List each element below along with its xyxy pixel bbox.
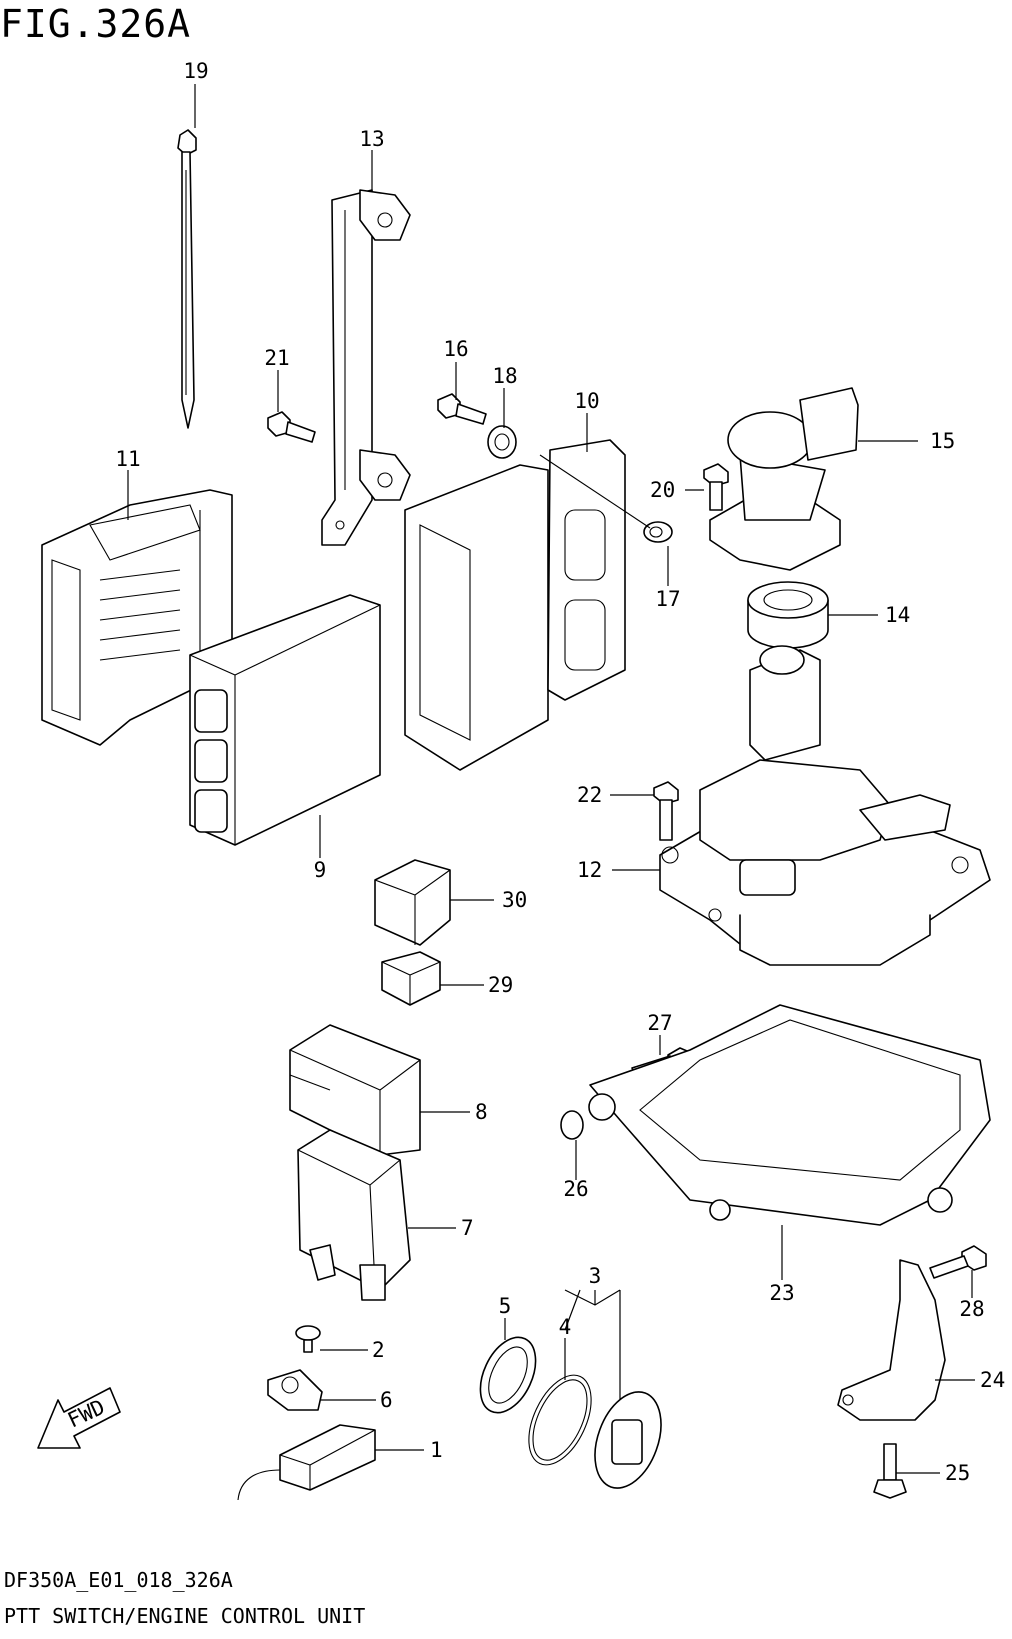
callout-27: 27 [647, 1011, 672, 1035]
callout-4: 4 [559, 1315, 572, 1339]
part-9-engine-control-unit[interactable] [189, 594, 381, 846]
callout-10: 10 [574, 389, 599, 413]
callout-28: 28 [959, 1297, 984, 1321]
part-29-relay[interactable] [381, 951, 441, 1006]
part-17-grommet[interactable] [643, 521, 673, 543]
callout-30: 30 [502, 888, 527, 912]
part-25-bolt[interactable] [873, 1443, 907, 1499]
figure-title: FIG.326A [0, 2, 192, 46]
part-1-switch[interactable] [237, 1424, 376, 1501]
part-8-cover[interactable] [289, 1024, 421, 1156]
callout-11: 11 [115, 447, 140, 471]
callout-24: 24 [980, 1368, 1005, 1392]
part-14-seal[interactable] [747, 581, 829, 649]
figure-caption: PTT SWITCH/ENGINE CONTROL UNIT [4, 1604, 366, 1628]
part-11-ecu-case[interactable] [41, 489, 233, 746]
part-6-clamp[interactable] [267, 1369, 323, 1411]
part-16-bolt[interactable] [437, 393, 487, 425]
callout-16: 16 [443, 337, 468, 361]
callout-8: 8 [475, 1100, 488, 1124]
part-4-o-ring[interactable] [516, 1366, 604, 1475]
callout-23: 23 [769, 1281, 794, 1305]
part-23-bracket[interactable] [588, 1004, 991, 1226]
callout-12: 12 [577, 858, 602, 882]
part-7-fuse-box[interactable] [297, 1129, 411, 1301]
part-15-cover[interactable] [709, 387, 859, 571]
part-12-ptt-switch-assembly[interactable] [659, 645, 991, 966]
callout-5: 5 [499, 1294, 512, 1318]
callout-29: 29 [488, 973, 513, 997]
callout-15: 15 [930, 429, 955, 453]
part-24-plate[interactable] [837, 1259, 946, 1421]
part-30-relay[interactable] [374, 859, 451, 946]
part-18-grommet[interactable] [487, 425, 517, 459]
drawing-code: DF350A_E01_018_326A [4, 1568, 233, 1592]
callout-21: 21 [264, 346, 289, 370]
callout-20: 20 [650, 478, 675, 502]
callout-19: 19 [183, 59, 208, 83]
part-2-screw[interactable] [295, 1325, 321, 1353]
callout-25: 25 [945, 1461, 970, 1485]
callout-26: 26 [563, 1177, 588, 1201]
fwd-arrow-icon: FWD [37, 1387, 121, 1449]
callout-labels: 19 13 21 16 18 10 11 15 20 17 14 22 12 9… [115, 59, 1005, 1485]
callout-2: 2 [372, 1338, 385, 1362]
part-21-bolt[interactable] [267, 411, 316, 443]
callout-17: 17 [655, 587, 680, 611]
callout-22: 22 [577, 783, 602, 807]
part-26-collar[interactable] [560, 1110, 584, 1140]
part-19-cable-tie[interactable] [177, 129, 197, 429]
callout-3: 3 [589, 1264, 602, 1288]
part-3-sensor[interactable] [583, 1383, 674, 1497]
callout-1: 1 [430, 1438, 443, 1462]
part-20-bolt[interactable] [703, 463, 729, 511]
callout-14: 14 [885, 603, 910, 627]
part-13-bracket[interactable] [321, 189, 411, 546]
part-28-bolt[interactable] [929, 1245, 987, 1279]
callout-13: 13 [359, 127, 384, 151]
leader-lines [127, 84, 975, 1474]
callout-7: 7 [461, 1216, 474, 1240]
callout-18: 18 [492, 364, 517, 388]
part-22-bolt[interactable] [653, 781, 679, 841]
part-10-holder[interactable] [404, 439, 626, 771]
part-5-retainer[interactable] [469, 1329, 546, 1422]
callout-6: 6 [380, 1388, 393, 1412]
callout-9: 9 [314, 858, 327, 882]
